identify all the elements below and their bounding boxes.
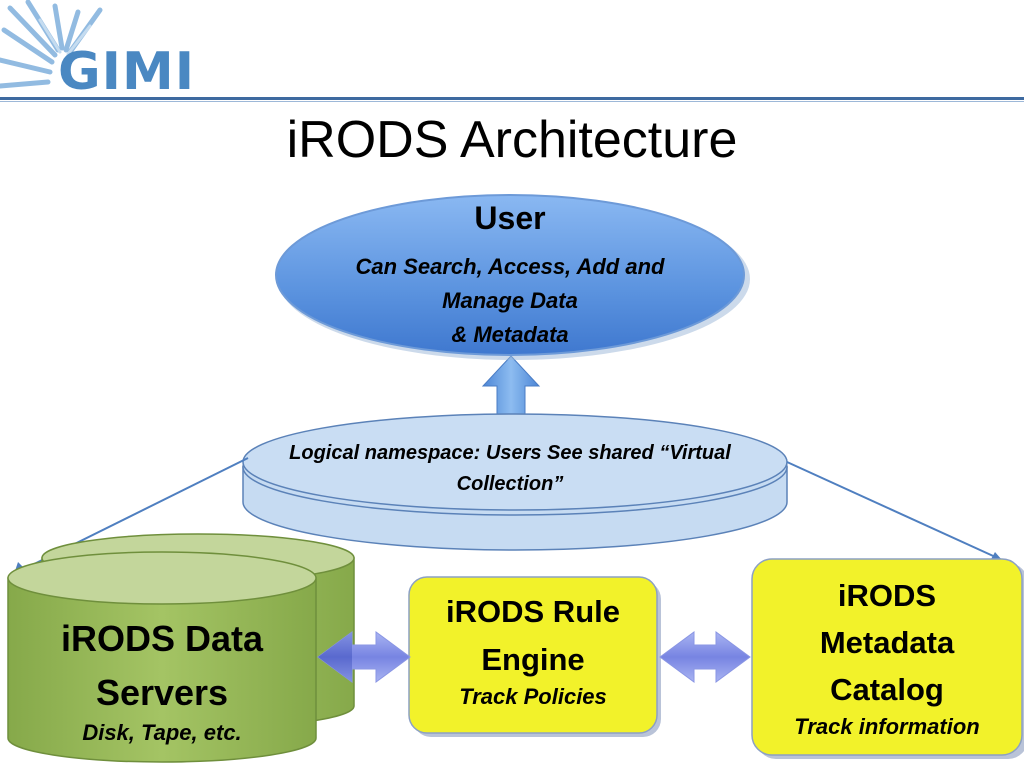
metadata-catalog-line1: iRODS <box>837 578 937 613</box>
data-servers-line1: iRODS Data <box>60 618 264 659</box>
metadata-catalog-line2: Metadata <box>819 625 955 660</box>
namespace-label: Logical namespace: Users See shared “Vir… <box>250 438 770 500</box>
rule-engine-sub: Track Policies <box>459 684 607 709</box>
rule-engine-label: iRODS Rule Engine <box>409 588 657 684</box>
data-server-cylinder-front <box>7 551 317 763</box>
up-arrow-icon <box>481 355 541 415</box>
header-rule-thin <box>0 101 1024 102</box>
namespace-line2: Collection” <box>456 473 564 495</box>
double-arrow-right-icon <box>659 631 751 683</box>
rule-engine-line1: iRODS Rule <box>446 594 620 629</box>
header-rule <box>0 97 1024 100</box>
logo-text: GIMI <box>58 42 196 102</box>
user-description: Can Search, Access, Add and Manage Data … <box>300 250 720 352</box>
rule-engine-box <box>408 576 658 734</box>
metadata-catalog-sub: Track information <box>794 714 980 739</box>
data-servers-sub: Disk, Tape, etc. <box>82 720 242 745</box>
user-desc-line1: Can Search, Access, Add and <box>355 254 665 279</box>
metadata-catalog-label: iRODS Metadata Catalog <box>752 572 1022 713</box>
namespace-line1: Logical namespace: Users See shared “Vir… <box>289 442 731 464</box>
slide-title: iRODS Architecture <box>286 111 738 169</box>
user-ellipse <box>275 194 745 356</box>
user-title: User <box>474 200 546 236</box>
user-desc-line3: & Metadata <box>451 322 569 347</box>
metadata-catalog-box <box>751 558 1023 756</box>
gimi-logo-icon <box>0 0 103 89</box>
data-servers-label: iRODS Data Servers <box>20 612 304 720</box>
connector-line-right <box>786 461 1003 561</box>
data-servers-line2: Servers <box>95 672 229 713</box>
metadata-catalog-line3: Catalog <box>830 672 944 707</box>
rule-engine-line2: Engine <box>481 642 585 677</box>
user-desc-line2: Manage Data <box>442 288 578 313</box>
